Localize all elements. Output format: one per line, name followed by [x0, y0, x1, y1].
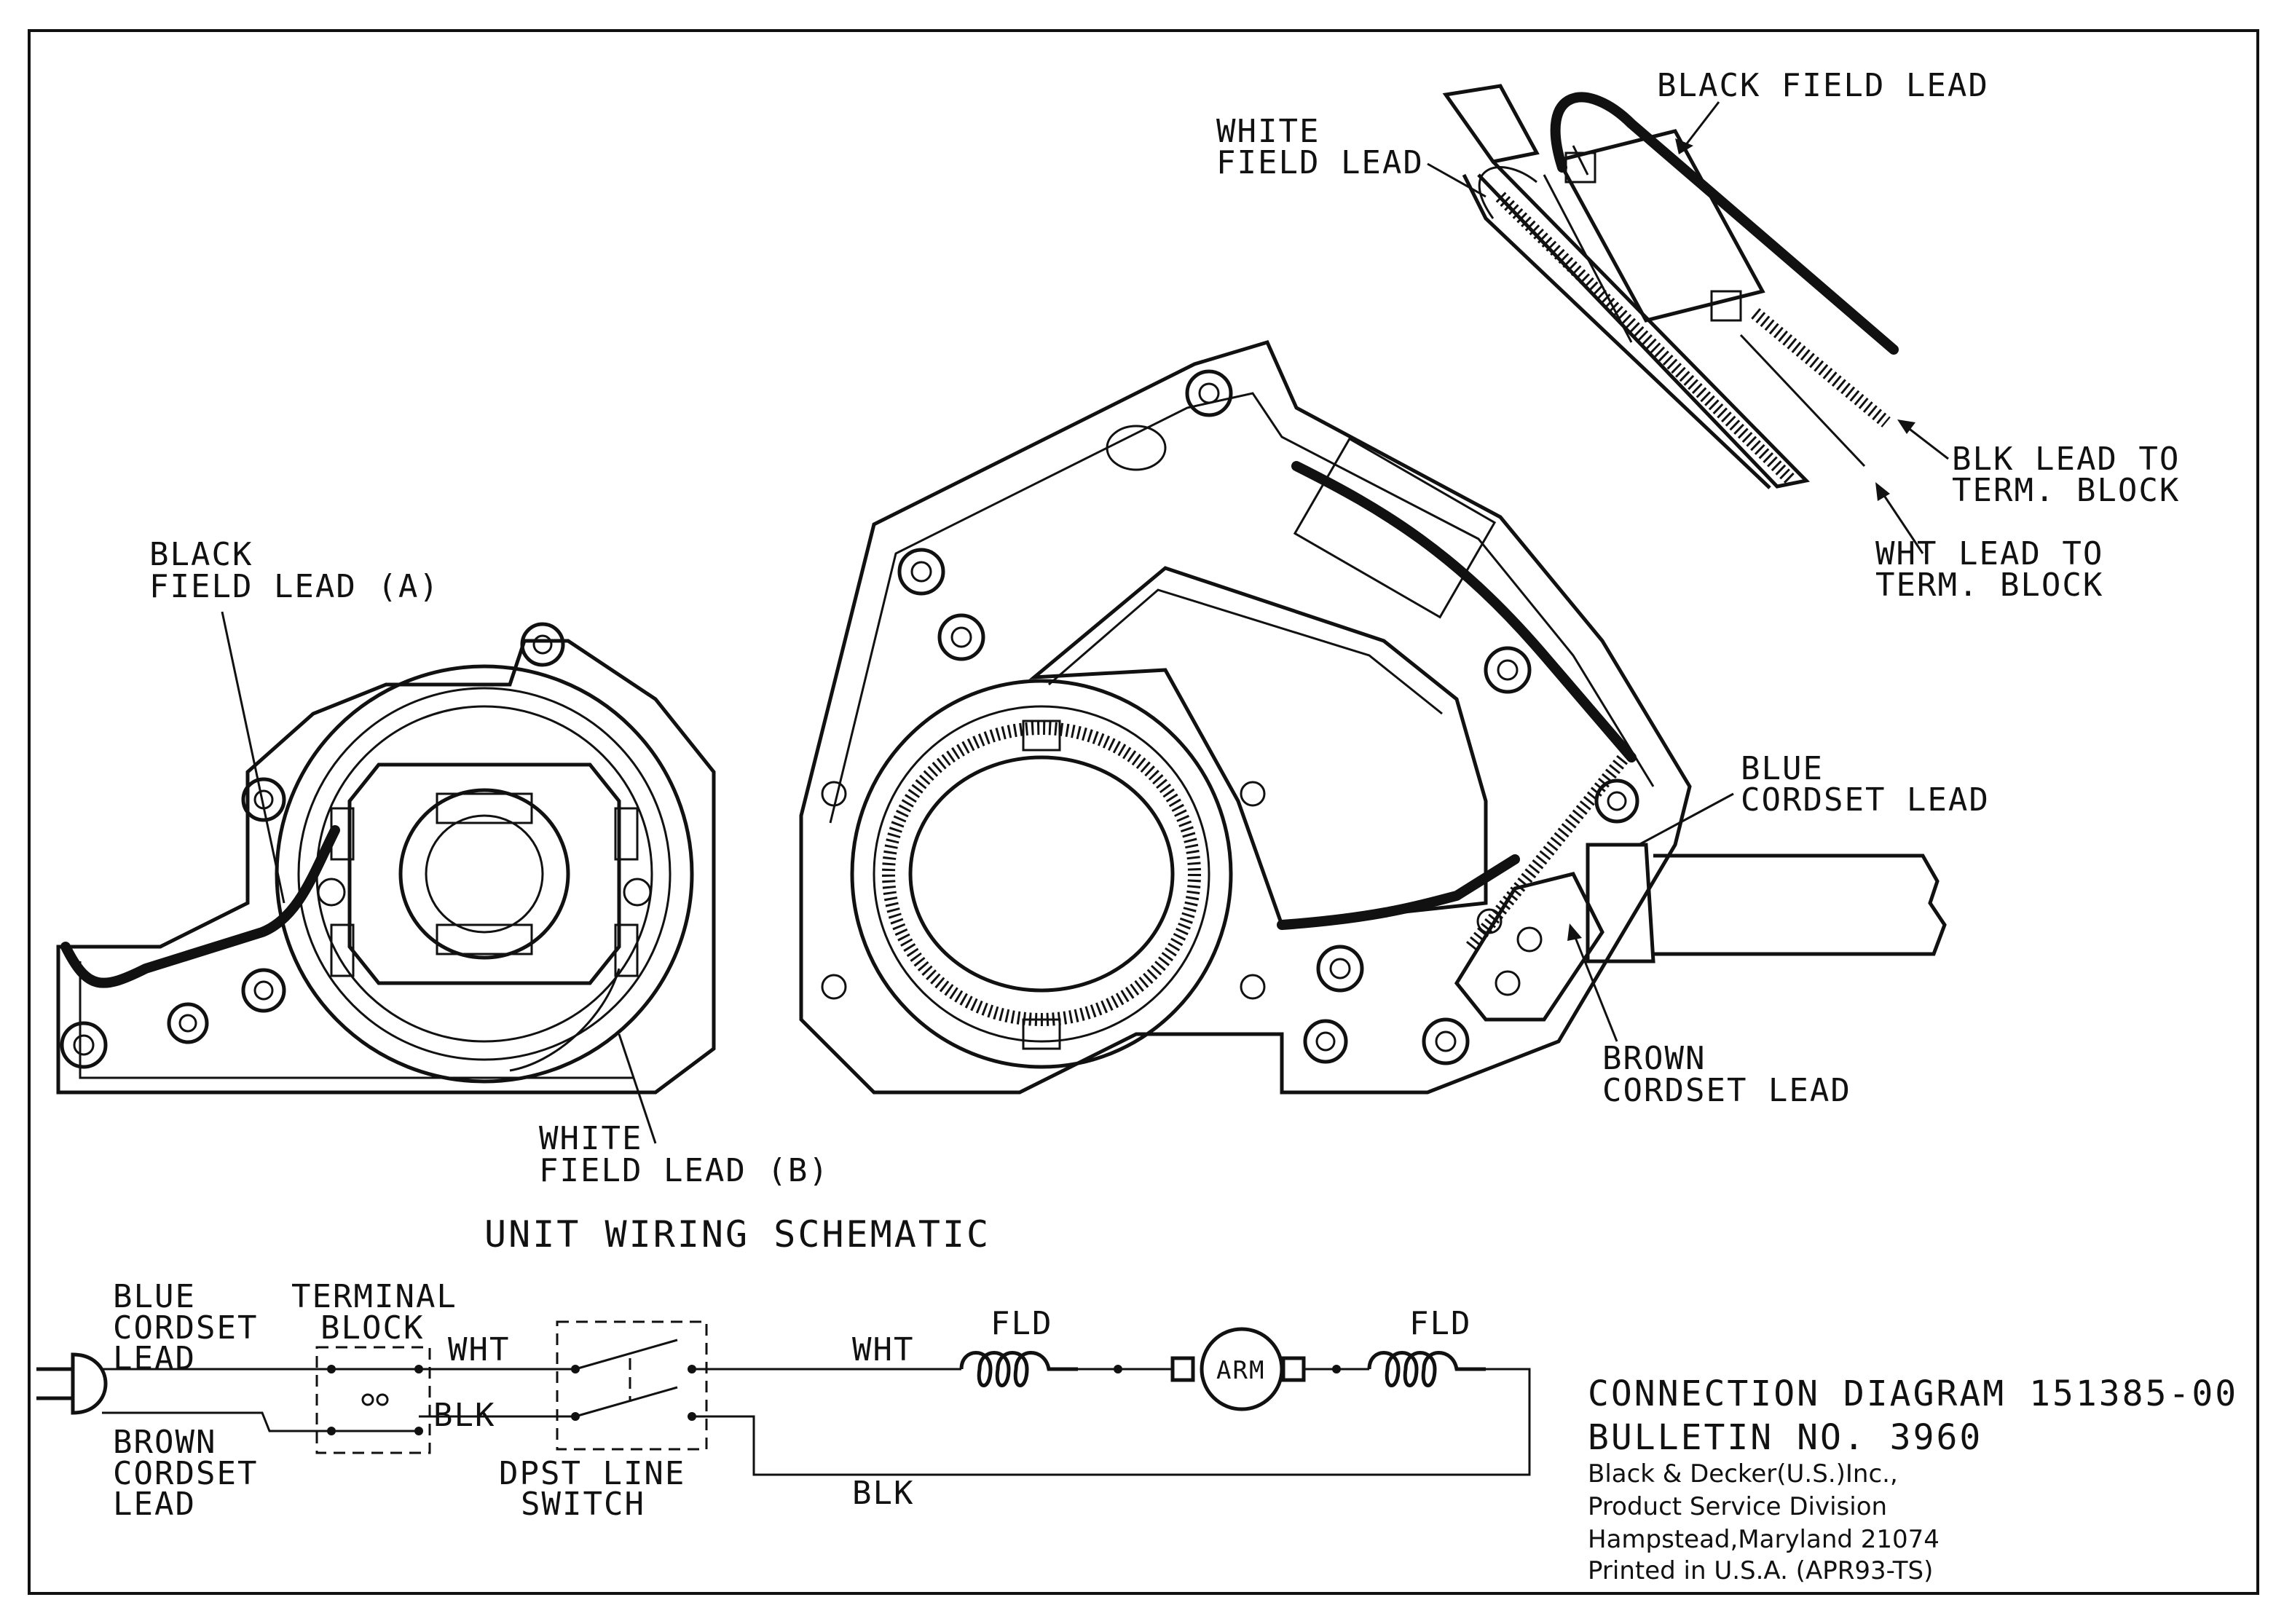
company-name: Black & Decker(U.S.)Inc., — [1588, 1459, 1898, 1489]
leader-blue-cordset-lead — [1638, 792, 1734, 846]
schem-label-blk-2: BLK — [852, 1475, 914, 1512]
label-white-field-lead-2: FIELD LEAD — [1216, 144, 1424, 181]
label-blue-cordset-lead-1: BLUE — [1741, 750, 1824, 787]
page-border — [28, 29, 2259, 1595]
label-white-field-lead-b-1: WHITE — [539, 1120, 642, 1157]
plug-icon — [71, 1352, 108, 1415]
schem-label-brown-3: LEAD — [113, 1486, 196, 1523]
label-black-field-lead-a-2: FIELD LEAD (A) — [149, 568, 440, 605]
connection-diagram-number: CONNECTION DIAGRAM 151385-00 — [1588, 1373, 2238, 1414]
label-brown-cordset-lead-1: BROWN — [1602, 1040, 1706, 1077]
tool-housing-drawing — [799, 339, 1947, 1095]
leader-brown-cordset-lead — [1572, 931, 1618, 1042]
schem-label-blue-2: CORDSET — [113, 1309, 258, 1347]
label-blue-cordset-lead-2: CORDSET LEAD — [1741, 781, 1990, 819]
schem-label-blk-1: BLK — [433, 1397, 495, 1434]
schem-label-wht-2: WHT — [852, 1331, 914, 1368]
schem-label-arm: ARM — [1216, 1356, 1265, 1385]
label-blk-lead-term-2: TERM. BLOCK — [1952, 472, 2180, 509]
dpst-line-switch — [556, 1320, 708, 1451]
schem-label-switch-1: DPST LINE — [499, 1455, 685, 1492]
label-white-field-lead-b-2: FIELD LEAD (B) — [539, 1152, 830, 1189]
label-black-field-lead-a-1: BLACK — [149, 536, 253, 573]
label-wht-lead-term-2: TERM. BLOCK — [1875, 567, 2103, 604]
division-name: Product Service Division — [1588, 1492, 1887, 1521]
label-black-field-lead: BLACK FIELD LEAD — [1657, 67, 1989, 104]
schem-label-switch-2: SWITCH — [521, 1486, 645, 1523]
schem-label-brown-1: BROWN — [113, 1424, 216, 1461]
printed-note: Printed in U.S.A. (APR93-TS) — [1588, 1556, 1933, 1585]
schem-label-terminal-2: BLOCK — [320, 1309, 424, 1347]
leader-black-field-lead — [1681, 101, 1720, 150]
label-blk-lead-term-1: BLK LEAD TO — [1952, 441, 2180, 478]
schem-label-fld-1: FLD — [991, 1305, 1052, 1342]
leader-wht-lead-term — [1878, 487, 1924, 554]
arrow-icon — [1567, 923, 1582, 941]
arrow-icon — [1875, 482, 1890, 501]
leader-white-field-lead — [1427, 162, 1487, 198]
schem-label-blue-1: BLUE — [113, 1278, 196, 1315]
label-brown-cordset-lead-2: CORDSET LEAD — [1602, 1072, 1851, 1109]
leader-black-field-lead-a — [221, 611, 286, 904]
wiring-schematic — [36, 1320, 1531, 1476]
schem-label-terminal-1: TERMINAL — [291, 1278, 457, 1315]
field-coil-2 — [1367, 1351, 1486, 1387]
label-wht-lead-term-1: WHT LEAD TO — [1875, 535, 2103, 572]
leader-white-field-lead-b — [618, 1033, 657, 1144]
schem-label-fld-2: FLD — [1409, 1305, 1471, 1342]
schem-label-brown-2: CORDSET — [113, 1455, 258, 1492]
motor-end-view-drawing — [56, 622, 716, 1095]
schem-label-blue-3: LEAD — [113, 1340, 196, 1377]
arrow-icon — [1675, 138, 1693, 154]
bulletin-number: BULLETIN NO. 3960 — [1588, 1417, 1982, 1458]
arrow-icon — [1897, 419, 1915, 434]
label-white-field-lead-1: WHITE — [1216, 113, 1320, 150]
terminal-block — [315, 1346, 431, 1454]
schematic-title: UNIT WIRING SCHEMATIC — [484, 1213, 991, 1256]
field-lead-detail-drawing — [1442, 84, 1899, 489]
address: Hampstead,Maryland 21074 — [1588, 1525, 1940, 1554]
field-coil-1 — [959, 1351, 1078, 1387]
schem-label-wht-1: WHT — [448, 1331, 510, 1368]
